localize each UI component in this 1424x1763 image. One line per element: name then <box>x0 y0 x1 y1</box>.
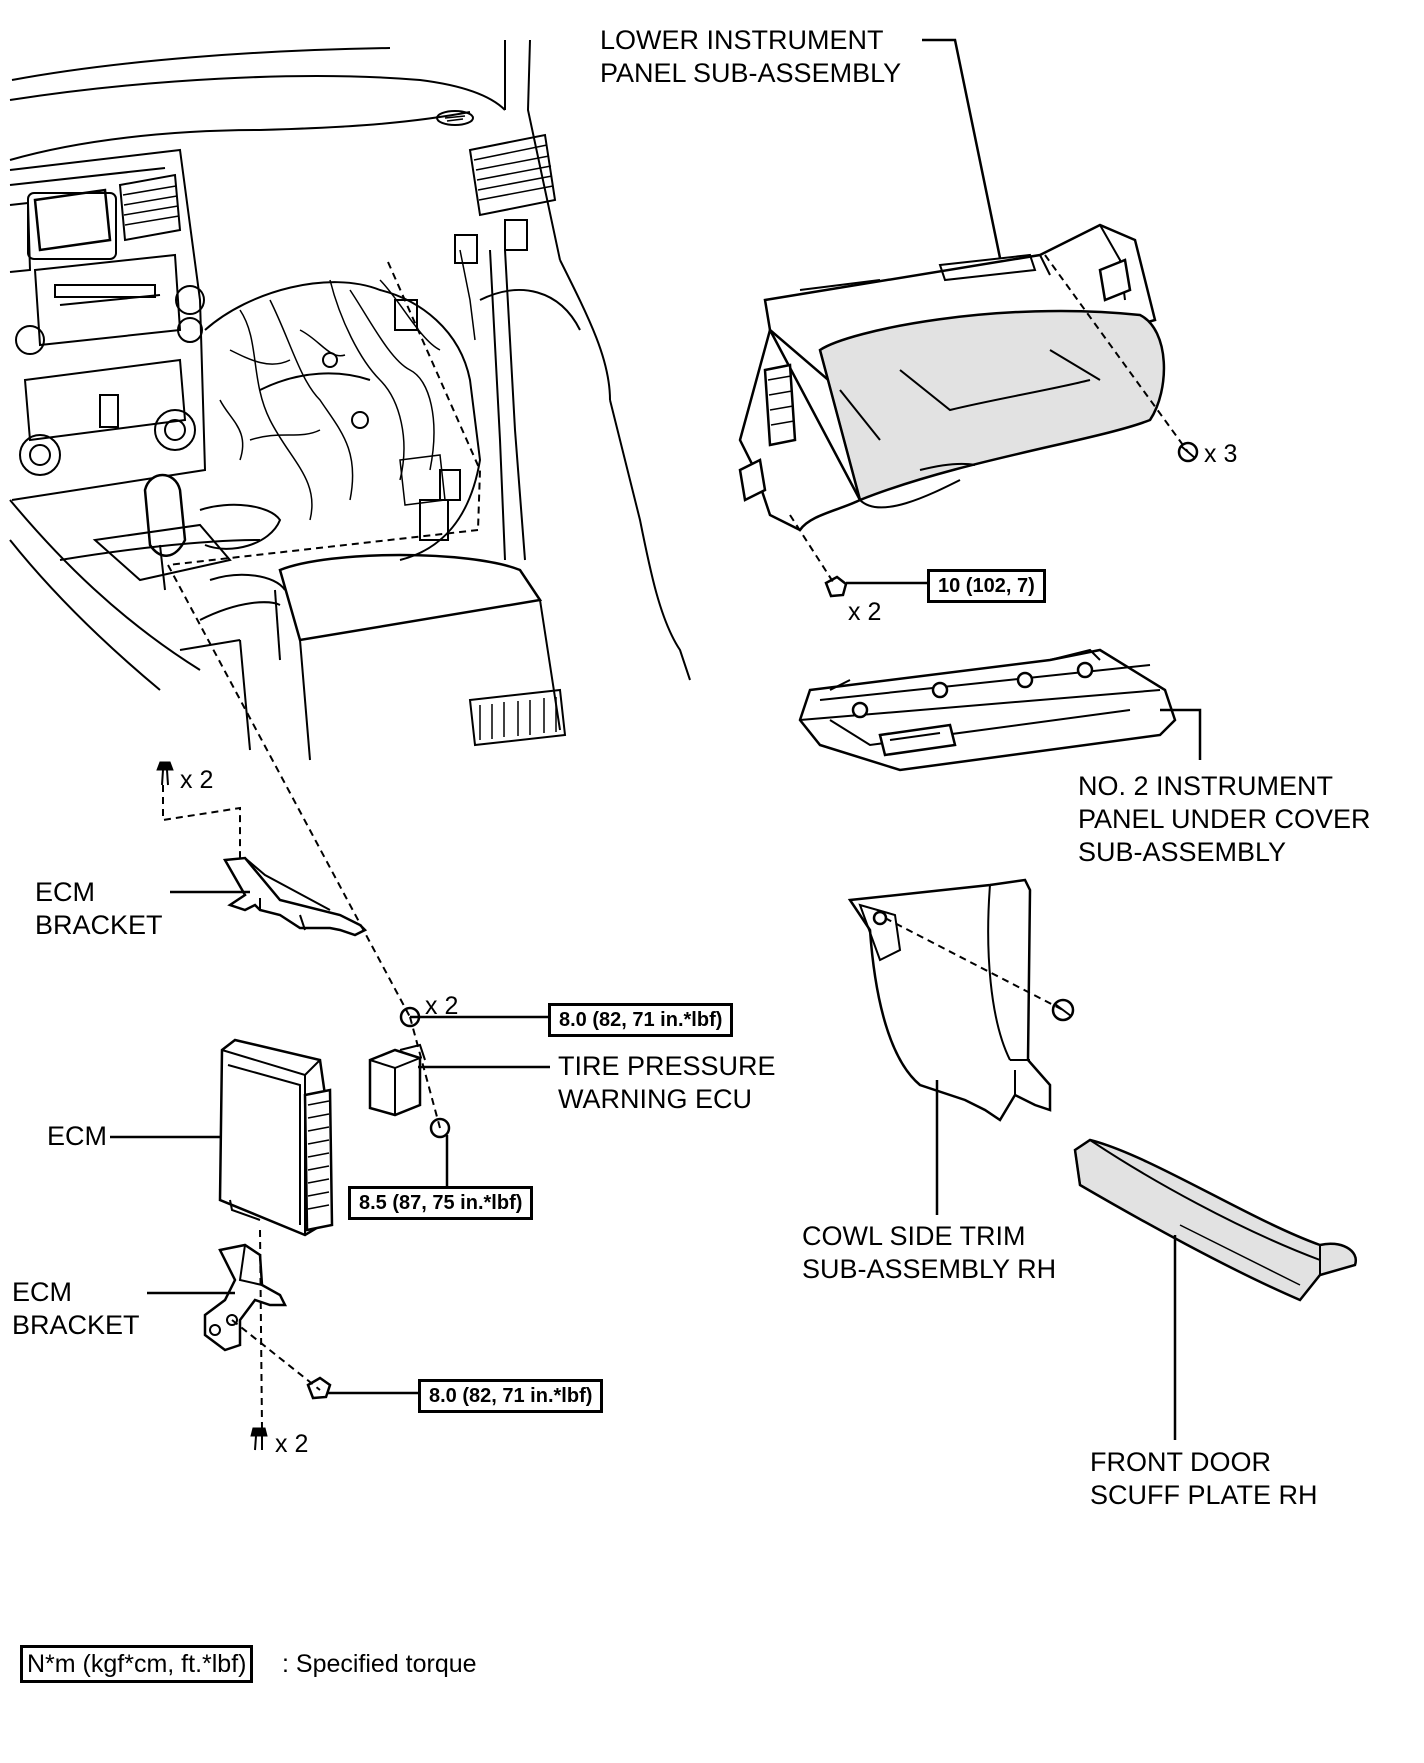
torque-legend-box: N*m (kgf*cm, ft.*lbf) <box>20 1645 254 1683</box>
ecm-bracket-upper-drawing <box>156 761 368 937</box>
ecu-bolt-torque-box: 8.5 (87, 75 in.*lbf) <box>348 1186 534 1220</box>
lower-instrument-panel-drawing <box>738 223 1166 532</box>
tire-pressure-ecu-drawing <box>368 1006 451 1139</box>
panel-bolt-torque-box: 10 (102, 7) <box>927 569 1046 603</box>
under-cover-drawing <box>798 648 1177 772</box>
ecm-bracket-lower-label-line2: BRACKET <box>12 1310 140 1340</box>
torque-legend-text: : Specified torque <box>282 1650 477 1678</box>
bracket-top-screws-quantity: x 2 <box>180 766 214 794</box>
dashboard-illustration <box>9 39 691 761</box>
tire-pressure-ecu-label-line1: TIRE PRESSURE <box>558 1051 776 1081</box>
scuff-plate-label-line1: FRONT DOOR <box>1090 1447 1271 1477</box>
bracket-bottom-screws-quantity: x 2 <box>275 1430 309 1458</box>
scuff-plate-drawing <box>1073 1138 1357 1302</box>
ecu-nut-torque-box: 8.0 (82, 71 in.*lbf) <box>548 1003 734 1037</box>
ecm-drawing <box>218 1038 334 1237</box>
under-cover-label-line3: SUB-ASSEMBLY <box>1078 837 1287 867</box>
under-cover-label-line1: NO. 2 INSTRUMENT <box>1078 771 1334 801</box>
cowl-side-trim-label-line1: COWL SIDE TRIM <box>802 1221 1026 1251</box>
under-cover-label-line2: PANEL UNDER COVER <box>1078 804 1371 834</box>
ecm-bracket-lower-drawing <box>203 1243 332 1451</box>
ecm-label: ECM <box>47 1121 107 1151</box>
scuff-plate-label-line2: SCUFF PLATE RH <box>1090 1480 1318 1510</box>
panel-bolts-quantity: x 2 <box>848 598 882 626</box>
ecm-bracket-lower-label-line1: ECM <box>12 1277 72 1307</box>
leader-lines <box>110 38 1202 1440</box>
ecu-nuts-quantity: x 2 <box>425 992 459 1020</box>
ecm-bracket-upper-label-line1: ECM <box>35 877 95 907</box>
alignment-lines <box>162 254 1189 1429</box>
ecm-bracket-upper-label-line2: BRACKET <box>35 910 163 940</box>
cowl-side-trim-drawing <box>847 878 1075 1122</box>
panel-screws-quantity: x 3 <box>1204 440 1238 468</box>
panel-fasteners <box>824 441 1199 598</box>
cowl-side-trim-label-line2: SUB-ASSEMBLY RH <box>802 1254 1057 1284</box>
bracket-bolt-torque-box: 8.0 (82, 71 in.*lbf) <box>418 1379 604 1413</box>
lower-instrument-panel-label-line1: LOWER INSTRUMENT <box>600 25 884 55</box>
lower-instrument-panel-label-line2: PANEL SUB-ASSEMBLY <box>600 58 902 88</box>
tire-pressure-ecu-label-line2: WARNING ECU <box>558 1084 752 1114</box>
